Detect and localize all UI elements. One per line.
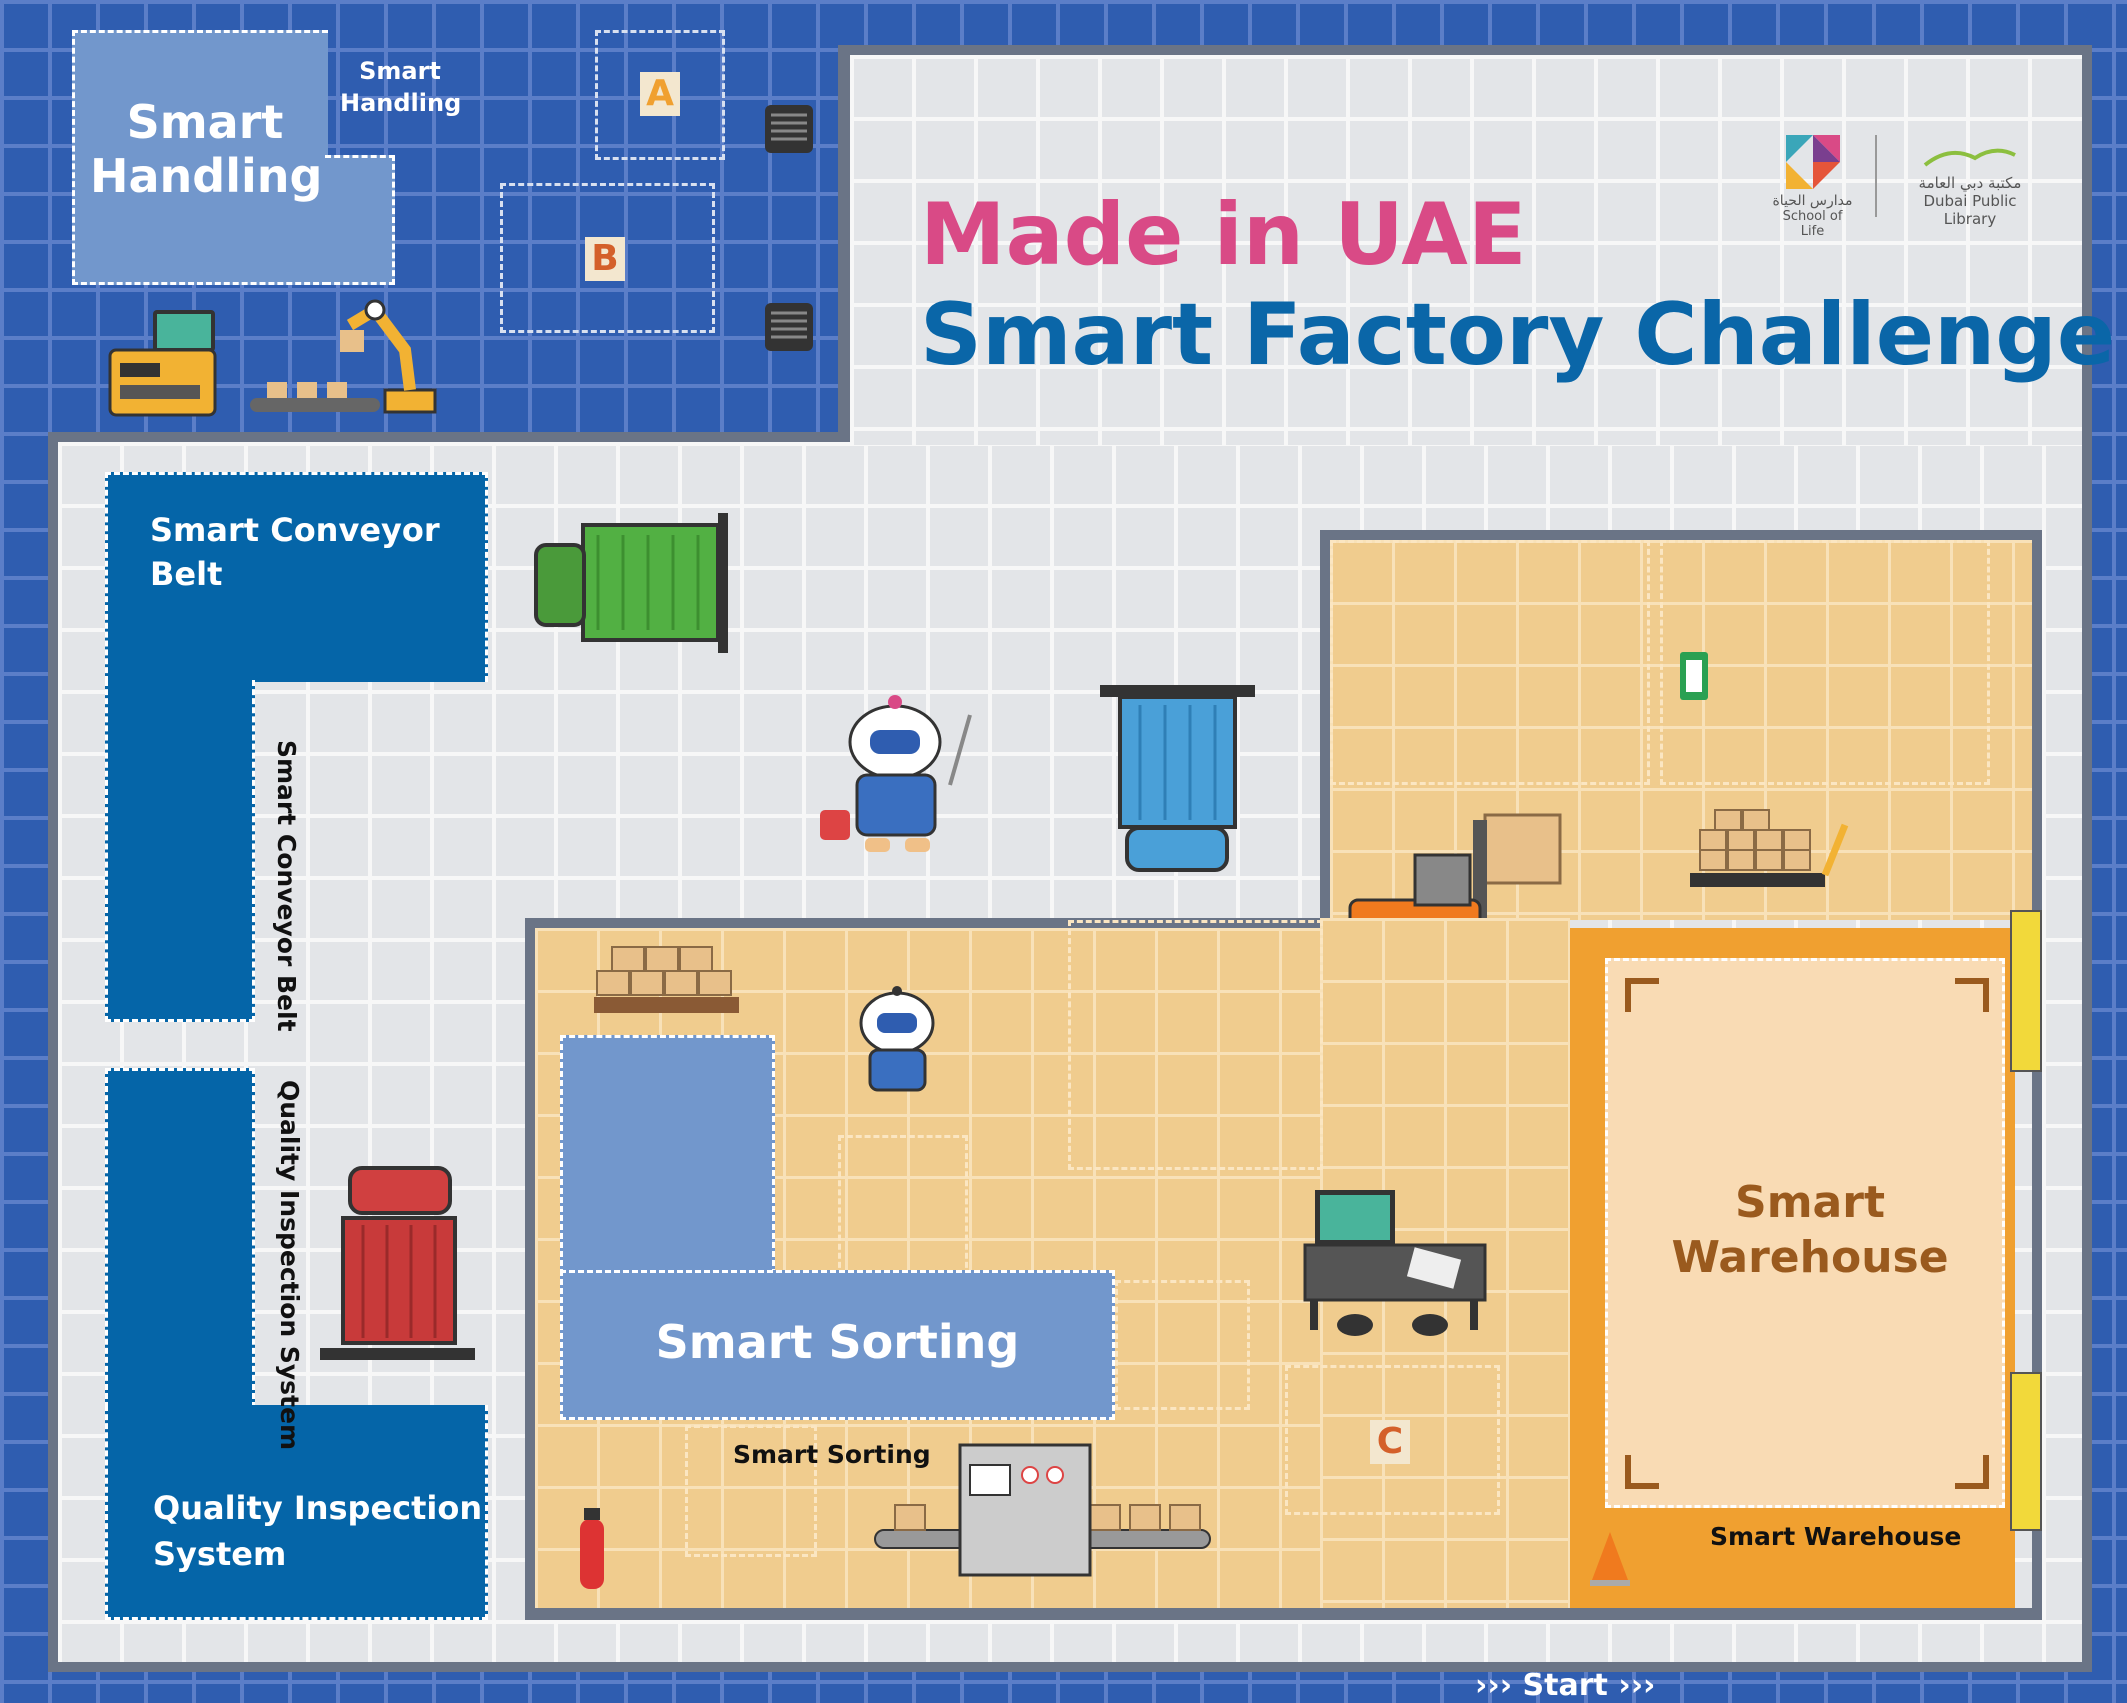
- warehouse-title: Smart Warehouse: [1671, 1177, 1949, 1283]
- quality-zone: [105, 1068, 255, 1408]
- title-line-2: Smart Factory Challenge: [920, 285, 2116, 385]
- warehouse-door-lower: [2010, 1372, 2042, 1531]
- warehouse-corner-bl: [1625, 1455, 1659, 1489]
- school-name-en: School of Life: [1782, 209, 1843, 239]
- library-name-ar: مكتبة دبي العامة: [1918, 174, 2022, 192]
- warehouse-zone: [1605, 958, 2005, 1508]
- start-arrows-right: ›››: [1618, 1668, 1656, 1703]
- start-arrows-left: ›››: [1475, 1668, 1513, 1703]
- library-name-en: Dubai Public Library: [1923, 192, 2017, 228]
- fire-extinguisher-icon: [580, 1508, 604, 1589]
- school-name-ar: مدارس الحياة: [1772, 193, 1853, 209]
- smart-handling-zone: [72, 30, 328, 285]
- robot-arm-icon: [250, 299, 437, 414]
- smart-handling-zone-ext: [325, 155, 395, 285]
- library-logo-icon: [1923, 148, 2016, 167]
- storage-dash-2: [1660, 540, 1990, 785]
- robot-small-icon: [859, 986, 935, 1092]
- spot-a-letter: A: [640, 72, 680, 116]
- vent-icon: [765, 303, 813, 351]
- sorting-label: Smart Sorting: [733, 1440, 931, 1469]
- school-of-life-logo: مدارس الحياة School of Life: [1770, 135, 1855, 239]
- sorting-dash-3: [1115, 1280, 1250, 1410]
- conveyor-zone: [105, 472, 488, 682]
- sorting-dash-4: [685, 1425, 817, 1557]
- start-marker: ››› Start ›››: [1475, 1668, 1655, 1703]
- storage-dash-1: [1330, 540, 1650, 785]
- spot-b-area: [500, 183, 715, 333]
- vent-icon: [765, 105, 813, 153]
- sorting-title: Smart Sorting: [655, 1315, 1020, 1369]
- warehouse-corner-tr: [1955, 978, 1989, 1012]
- computer-desk-icon: [1303, 1190, 1487, 1336]
- truck-green-icon: [534, 513, 728, 653]
- warehouse-door-upper: [2010, 910, 2042, 1072]
- sorting-dash-1: [1068, 920, 1323, 1170]
- storage-area-right-wall: [2032, 530, 2042, 1620]
- conveyor-zone-ext: [105, 680, 255, 1022]
- sorting-zone: [560, 1035, 775, 1275]
- truck-blue-icon: [1100, 685, 1255, 872]
- robot-mechanic-icon: [820, 695, 972, 852]
- quality-label: Quality Inspection System: [275, 1080, 304, 1450]
- smart-handling-label: Smart Handling: [340, 57, 462, 117]
- sorting-zone-ext: [560, 1270, 1115, 1420]
- warehouse-corner-br: [1955, 1455, 1989, 1489]
- bottom-wall: [525, 1608, 2042, 1620]
- spot-b-letter: B: [585, 237, 625, 281]
- exit-sign-icon: [1680, 652, 1708, 700]
- page-title: Made in UAE Smart Factory Challenge: [920, 185, 2115, 385]
- conveyor-title: Smart Conveyor Belt: [150, 511, 440, 593]
- warehouse-corner-tl: [1625, 978, 1659, 1012]
- dubai-library-logo: مكتبة دبي العامة Dubai Public Library: [1895, 140, 2045, 228]
- upper-left-wall: [838, 45, 850, 445]
- spot-c-area: [1285, 1365, 1500, 1515]
- sorting-machine-icon: [874, 1443, 1211, 1577]
- traffic-cone-icon: [1590, 1532, 1630, 1586]
- quality-title: Quality Inspection System: [153, 1489, 483, 1573]
- truck-red-icon: [320, 1166, 475, 1360]
- pallet-boxes-icon: [594, 946, 739, 1013]
- warehouse-label: Smart Warehouse: [1710, 1522, 1962, 1551]
- upper-wall: [840, 45, 2092, 57]
- school-logo-icon: [1785, 135, 1840, 189]
- smart-handling-title: Smart Handling: [90, 95, 323, 203]
- spot-a-area: [595, 30, 725, 160]
- title-line-1: Made in UAE: [920, 185, 1527, 285]
- factory-floor-upper: [850, 55, 2092, 445]
- control-machine-icon: [108, 310, 217, 417]
- spot-c-letter: C: [1370, 1420, 1410, 1464]
- quality-zone-ext: [105, 1405, 488, 1620]
- pallet-jack-icon: [1690, 809, 1849, 887]
- start-label: Start: [1522, 1668, 1608, 1703]
- logo-divider: [1875, 135, 1877, 217]
- conveyor-label: Smart Conveyor Belt: [272, 740, 301, 1032]
